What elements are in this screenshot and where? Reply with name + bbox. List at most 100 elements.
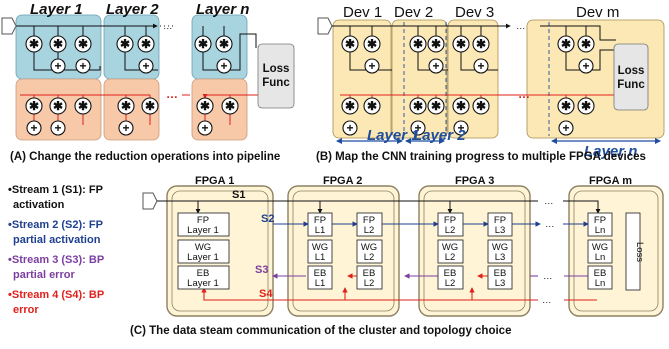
svg-text:✱: ✱ (456, 99, 466, 113)
legend-s2-line1: •Stream 2 (S2): FP (8, 219, 103, 231)
svg-text:+: + (346, 121, 353, 135)
loss-label-a-1: Loss (263, 63, 290, 75)
panel-b-operators (341, 35, 595, 136)
loss-label-a-2: Func (262, 77, 290, 89)
svg-text:✱: ✱ (145, 99, 155, 113)
fpga3r-wg-layer: L3 (495, 252, 506, 263)
svg-text:✱: ✱ (413, 99, 423, 113)
fpga1-eb-title: EB (197, 268, 210, 279)
fpga2l-fp-title: FP (314, 215, 326, 226)
fpga3r-eb-title: EB (494, 268, 507, 279)
fpgam-eb-layer: Ln (595, 278, 606, 289)
fpga2l-wg-layer: L1 (315, 252, 326, 263)
fpga2l-eb-title: EB (314, 268, 327, 279)
layer2-title: Layer 2 (106, 1, 159, 18)
panel-b-operator-symbols: ✱✱+ ✱✱+ ✱✱+ ✱✱+ ✱✱+ ✱✱+ ✱✱+ ✱✱+ (345, 37, 591, 135)
fpga3l-eb-title: EB (444, 268, 457, 279)
panel-a-operators (25, 35, 239, 136)
svg-text:+: + (582, 59, 589, 73)
caption-c: (C) The data steam communication of the … (130, 325, 511, 337)
svg-text:✱: ✱ (121, 99, 131, 113)
ellipsis-a-bottom: … (166, 87, 178, 101)
fpga1-eb-layer: Layer 1 (187, 278, 219, 289)
fpga2r-wg-layer: L2 (364, 252, 375, 263)
legend-s2-line2: partial activation (13, 234, 101, 246)
fpga1-wg-title: WG (195, 242, 211, 253)
svg-text:✱: ✱ (581, 99, 591, 113)
loss-func-box-b (613, 43, 649, 111)
svg-text:+: + (79, 59, 86, 73)
dev3-title: Dev 3 (455, 4, 494, 21)
ellipsis-b-top: … (516, 21, 526, 32)
svg-text:✱: ✱ (345, 99, 355, 113)
svg-text:✱: ✱ (120, 37, 130, 51)
svg-text:✱: ✱ (219, 37, 229, 51)
svg-text:✱: ✱ (561, 37, 571, 51)
layern-label-b: Layer n (584, 143, 637, 160)
legend-s3-line2: partial error (13, 269, 75, 281)
fpgam-eb-title: EB (594, 268, 607, 279)
svg-text:✱: ✱ (561, 99, 571, 113)
fpga3l-eb-layer: L2 (445, 278, 456, 289)
fpga2r-fp-layer: L2 (364, 225, 375, 236)
loss-label-c: Loss (634, 242, 645, 262)
fpga2l-wg-title: WG (312, 242, 328, 253)
svg-text:+: + (368, 59, 375, 73)
fpga1-fp-title: FP (197, 215, 209, 226)
fpga3l-wg-layer: L2 (445, 252, 456, 263)
stream-label-s3: S3 (255, 264, 268, 276)
fpga3r-wg-title: WG (492, 242, 508, 253)
layer1-label-b: Layer 1 (367, 127, 420, 144)
fpga3l-fp-layer: L2 (445, 225, 456, 236)
ellipsis-a-top: … (163, 21, 173, 32)
pe-block-labels: FP Layer 1 WG Layer 1 EB Layer 1 FP L1 W… (187, 215, 608, 289)
pe-blocks (177, 212, 641, 291)
svg-text:+: + (30, 121, 37, 135)
svg-text:✱: ✱ (78, 37, 88, 51)
svg-text:+: + (122, 121, 129, 135)
fpgam-fp-layer: Ln (595, 225, 606, 236)
input-port-c (142, 192, 158, 210)
stream-label-s2: S2 (261, 213, 274, 225)
fpgam-wg-title: WG (592, 242, 608, 253)
legend-s4-line1: •Stream 4 (S4): BP (8, 289, 104, 301)
svg-text:✱: ✱ (198, 37, 208, 51)
panel-c: •Stream 1 (S1): FP activation •Stream 2 … (8, 175, 664, 337)
dev1-box (332, 19, 392, 139)
dev2-title: Dev 2 (394, 4, 433, 21)
svg-text:+: + (432, 59, 439, 73)
svg-text:✱: ✱ (476, 37, 486, 51)
svg-text:+: + (457, 121, 464, 135)
fpga2r-eb-title: EB (363, 268, 376, 279)
fpga2l-fp-layer: L1 (315, 225, 326, 236)
fpga1-title: FPGA 1 (195, 175, 234, 187)
fpga1-wg-layer: Layer 1 (187, 252, 219, 263)
panel-a: Layer 1 Layer 2 Layer n … … (1, 1, 295, 163)
stream-legend: •Stream 1 (S1): FP activation •Stream 2 … (8, 184, 104, 316)
svg-text:+: + (220, 59, 227, 73)
svg-text:✱: ✱ (431, 37, 441, 51)
svg-text:✱: ✱ (29, 99, 39, 113)
caption-b: (B) Map the CNN training progress to mul… (316, 151, 646, 163)
ellipsis-b-bottom: … (518, 87, 530, 101)
fpgam-title: FPGA m (589, 175, 632, 187)
fpga3r-eb-layer: L3 (495, 278, 506, 289)
fpga2r-wg-title: WG (361, 242, 377, 253)
svg-text:✱: ✱ (141, 37, 151, 51)
fpga1-fp-layer: Layer 1 (187, 225, 219, 236)
svg-text:✱: ✱ (29, 37, 39, 51)
legend-s1-line1: •Stream 1 (S1): FP (8, 184, 103, 196)
layer1-title: Layer 1 (30, 1, 83, 18)
svg-text:✱: ✱ (53, 37, 63, 51)
input-port-a (1, 17, 17, 35)
svg-text:+: + (414, 121, 421, 135)
legend-s4-line2: error (13, 304, 39, 316)
loss-label-b-1: Loss (618, 65, 645, 77)
svg-text:✱: ✱ (456, 37, 466, 51)
svg-text:+: + (562, 121, 569, 135)
legend-s1-line2: activation (13, 199, 65, 211)
fpga3l-wg-title: WG (442, 242, 458, 253)
devm-title: Dev m (576, 4, 619, 21)
